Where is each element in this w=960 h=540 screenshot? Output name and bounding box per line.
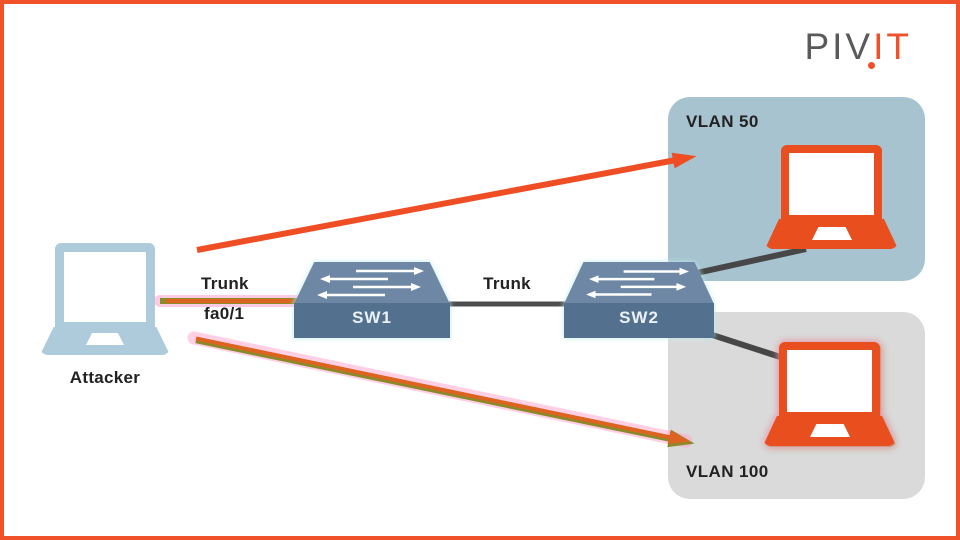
trunk-label-attacker-sw1: Trunk	[201, 274, 249, 293]
laptop-screen	[55, 243, 155, 331]
attack-arrow-vlan50	[196, 152, 697, 253]
sw1-label: SW1	[352, 308, 392, 327]
attack-arrow-vlan100	[195, 336, 691, 444]
logo-text-orange: IT	[873, 26, 912, 67]
pivit-logo: PIVIT	[804, 26, 912, 69]
traffic-arrows-icon	[586, 267, 689, 299]
vlan100-host-laptop-icon	[763, 342, 896, 448]
vlan50-host-laptop-icon	[765, 145, 898, 251]
logo-text-gray: PIV	[804, 26, 874, 67]
trunk-label-sw1-sw2: Trunk	[483, 274, 531, 293]
laptop-touchpad	[812, 227, 852, 240]
port-label-fa01: fa0/1	[204, 304, 245, 323]
laptop-screen	[781, 145, 882, 223]
vlan100-label: VLAN 100	[686, 462, 769, 481]
traffic-arrows-icon	[317, 267, 424, 299]
attacker-label: Attacker	[69, 368, 141, 387]
laptop-touchpad	[86, 333, 124, 345]
switch-sw1-icon: SW1	[294, 262, 450, 339]
attack-arrow-vlan100-glow	[187, 331, 693, 448]
logo-dot-icon	[868, 62, 876, 69]
laptop-touchpad	[810, 424, 850, 437]
laptop-screen	[779, 342, 880, 420]
switch-sw2-icon: SW2	[564, 262, 714, 339]
vlan50-label: VLAN 50	[686, 112, 759, 131]
attack-arrow-vlan100-olive	[195, 336, 695, 448]
sw2-label: SW2	[619, 308, 659, 327]
attacker-laptop-icon	[40, 243, 170, 355]
